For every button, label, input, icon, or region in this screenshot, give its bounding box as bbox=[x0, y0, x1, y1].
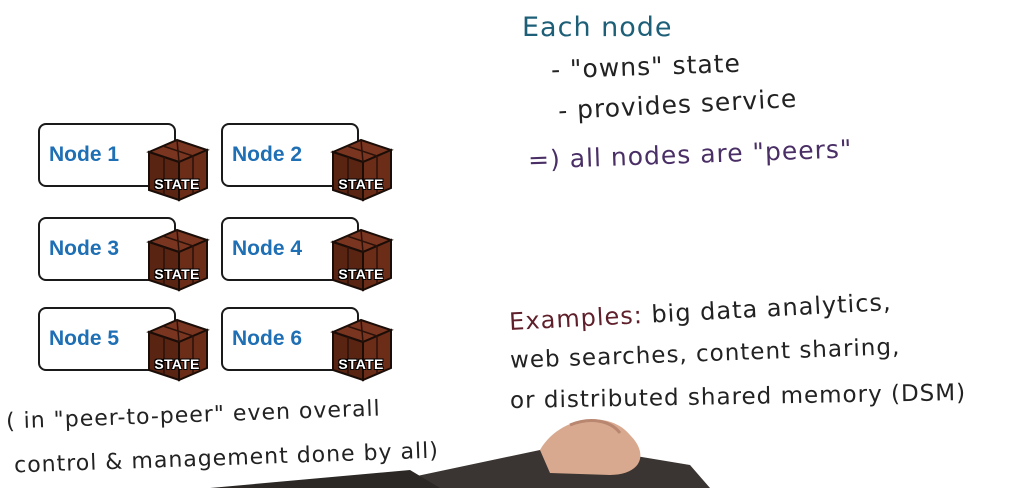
node-6-label: Node 6 bbox=[232, 327, 303, 350]
examples-label: Examples: bbox=[508, 301, 644, 336]
node-4-state: STATE bbox=[325, 228, 397, 294]
state-cube-icon bbox=[330, 138, 394, 202]
state-label: STATE bbox=[154, 266, 200, 282]
state-cube-icon bbox=[146, 318, 210, 382]
state-cube-icon bbox=[330, 318, 394, 382]
notes-point-provides-service: - provides service bbox=[557, 83, 798, 126]
state-cube-icon bbox=[146, 228, 210, 292]
node-5-state: STATE bbox=[141, 318, 213, 384]
notes-heading: Each node bbox=[522, 12, 673, 43]
state-cube-icon bbox=[330, 228, 394, 292]
state-label: STATE bbox=[338, 176, 384, 192]
notes-point-owns-state: - "owns" state bbox=[550, 48, 742, 85]
node-1-label: Node 1 bbox=[49, 143, 120, 166]
node-5-label: Node 5 bbox=[49, 327, 120, 350]
examples-line-2: web searches, content sharing, bbox=[509, 334, 901, 374]
node-3-state: STATE bbox=[141, 228, 213, 294]
state-cube-icon bbox=[146, 138, 210, 202]
node-2-state: STATE bbox=[325, 138, 397, 204]
state-label: STATE bbox=[154, 356, 200, 372]
node-3-label: Node 3 bbox=[49, 237, 120, 260]
node-4-label: Node 4 bbox=[232, 237, 303, 260]
notes-conclusion: =) all nodes are "peers" bbox=[527, 134, 853, 175]
examples-line-1: Examples: big data analytics, bbox=[509, 288, 893, 336]
examples-text-1: big data analytics, bbox=[650, 288, 893, 329]
node-2-label: Node 2 bbox=[232, 143, 303, 166]
state-label: STATE bbox=[338, 266, 384, 282]
presenter-hand-image bbox=[210, 419, 710, 488]
state-label: STATE bbox=[338, 356, 384, 372]
state-label: STATE bbox=[154, 176, 200, 192]
node-6-state: STATE bbox=[325, 318, 397, 384]
node-1-state: STATE bbox=[141, 138, 213, 204]
